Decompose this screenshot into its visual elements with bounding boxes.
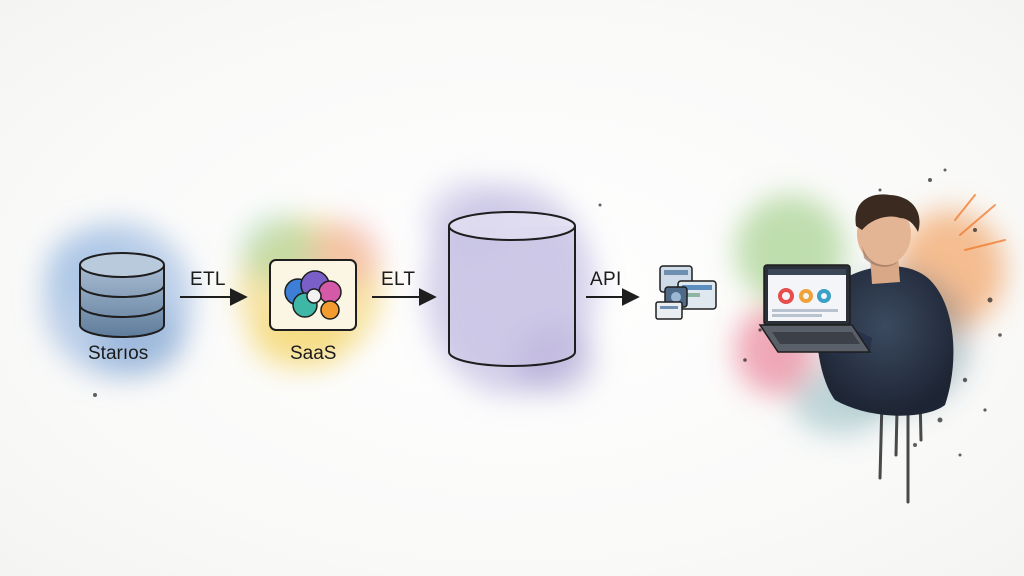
user-laptop-illustration	[758, 194, 954, 416]
saas-label: SaaS	[290, 343, 337, 364]
orange-splatter	[954, 194, 1006, 251]
dashboard-cards-icon	[655, 265, 717, 320]
ink-drips	[878, 393, 923, 504]
etl-label: ETL	[190, 269, 226, 290]
splatter-dots	[93, 168, 1002, 457]
saas-cloud-icon	[284, 270, 342, 320]
source-label: Starıos	[88, 343, 149, 364]
api-label: API	[590, 269, 622, 290]
saas-box	[269, 259, 357, 331]
warehouse-cylinder-icon	[448, 211, 576, 367]
elt-label: ELT	[381, 269, 416, 290]
database-icon	[79, 252, 165, 338]
